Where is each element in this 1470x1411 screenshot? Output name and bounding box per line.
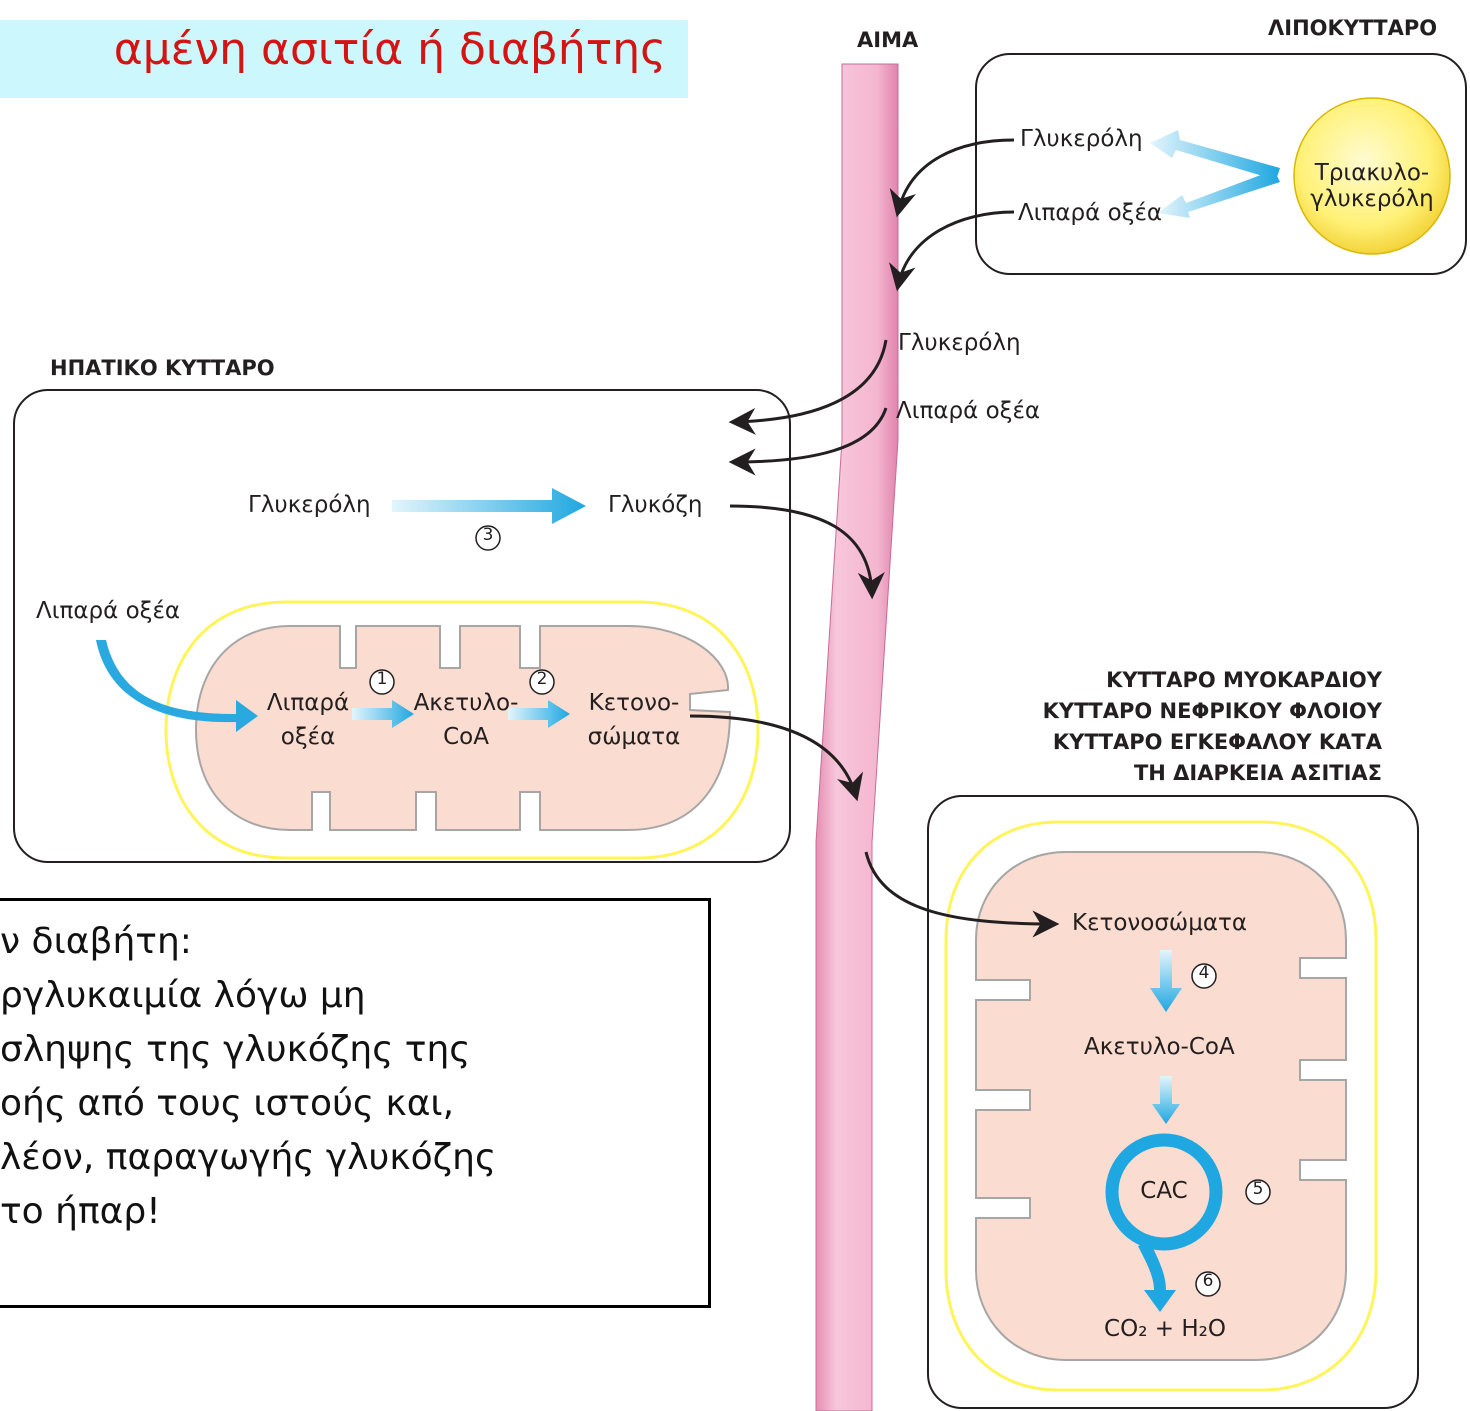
mito-fatty-acids-line2: οξέα <box>256 724 360 750</box>
note-line-2: ργλυκαιμία λόγω μη <box>0 969 708 1023</box>
blood-glycerol: Γλυκερόλη <box>898 330 1021 356</box>
target-caption-line4: ΤΗ ΔΙΑΡΚΕΙΑ ΑΣΙΤΙΑΣ <box>1000 761 1382 785</box>
blood-fatty-acids: Λιπαρά οξέα <box>896 398 1040 424</box>
note-line-5: λέον, παραγωγής γλυκόζης <box>0 1131 708 1185</box>
liver-glycerol: Γλυκερόλη <box>248 492 371 518</box>
title-text: αμένη ασιτία ή διαβήτης <box>114 24 666 75</box>
blood-label: ΑΙΜΑ <box>857 28 918 52</box>
note-line-3: σληψης της γλυκόζης της <box>0 1023 708 1077</box>
liver-caption: ΗΠΑΤΙΚΟ ΚΥΤΤΑΡΟ <box>50 356 275 380</box>
step-5-label: 5 <box>1246 1180 1270 1200</box>
note-box: ν διαβήτη: ργλυκαιμία λόγω μη σληψης της… <box>0 898 711 1308</box>
step-6-label: 6 <box>1196 1272 1220 1292</box>
step-1-label: 1 <box>370 670 394 690</box>
step-4-label: 4 <box>1192 964 1216 984</box>
target-caption-line1: ΚΥΤΤΑΡΟ ΜΥΟΚΑΡΔΙΟΥ <box>1000 668 1382 692</box>
adipocyte-caption: ΛΙΠΟΚΥΤΤΑΡΟ <box>1268 16 1437 40</box>
cac-label: CAC <box>1124 1178 1204 1204</box>
target-acetyl-coa: Ακετυλο-CoA <box>1084 1034 1235 1060</box>
target-ketone-bodies: Κετονοσώματα <box>1072 910 1247 936</box>
mito-fatty-acids-line1: Λιπαρά <box>256 690 360 716</box>
mito-acetyl-line2: CoA <box>408 724 524 750</box>
mito-ketone-line2: σώματα <box>572 724 696 750</box>
step-2-label: 2 <box>530 670 554 690</box>
note-line-4: οής από τους ιστούς και, <box>0 1077 708 1131</box>
mito-ketone-line1: Κετονο- <box>572 690 696 716</box>
step-3-label: 3 <box>476 526 500 546</box>
note-line-1: ν διαβήτη: <box>0 915 708 969</box>
triacylglycerol-line1: Τριακυλο- <box>1302 160 1442 186</box>
liver-fatty-acids: Λιπαρά οξέα <box>36 598 180 624</box>
note-line-6: το ήπαρ! <box>0 1185 708 1239</box>
products-label: CO₂ + H₂O <box>1090 1316 1240 1342</box>
adipocyte-glycerol: Γλυκερόλη <box>1020 126 1143 152</box>
target-caption-line3: ΚΥΤΤΑΡΟ ΕΓΚΕΦΑΛΟΥ ΚΑΤΑ <box>1000 730 1382 754</box>
blood-vessel <box>816 64 898 1411</box>
liver-glucose: Γλυκόζη <box>608 492 702 518</box>
triacylglycerol-line2: γλυκερόλη <box>1302 186 1442 212</box>
mito-acetyl-line1: Ακετυλο- <box>408 690 524 716</box>
target-caption-line2: ΚΥΤΤΑΡΟ ΝΕΦΡΙΚΟΥ ΦΛΟΙΟΥ <box>1000 699 1382 723</box>
title-banner: αμένη ασιτία ή διαβήτης <box>0 20 688 98</box>
adipocyte-fatty-acids: Λιπαρά οξέα <box>1018 200 1162 226</box>
